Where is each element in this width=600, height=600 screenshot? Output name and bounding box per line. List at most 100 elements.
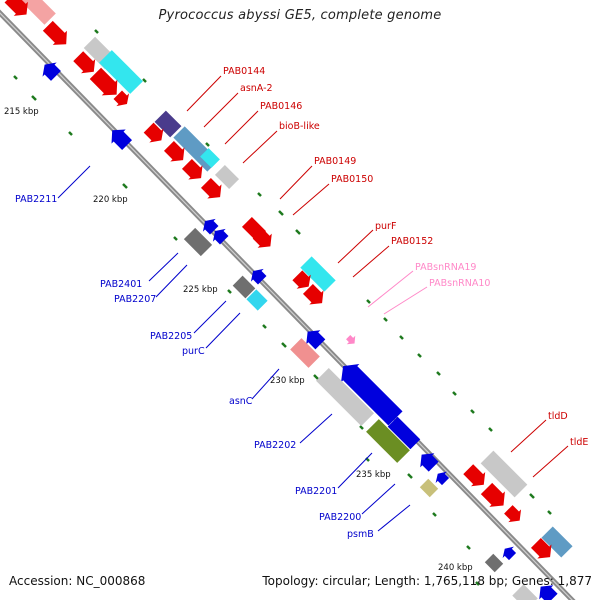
gene-label: PAB0152	[391, 236, 433, 247]
leader-lines	[57, 75, 569, 532]
gene-label: PAB2200	[319, 512, 361, 523]
gene-arrow	[200, 177, 222, 199]
tick-label: 220 kbp	[93, 195, 128, 205]
tick-mark	[432, 512, 437, 517]
gene-arrow	[502, 546, 517, 561]
tick-mark	[436, 371, 441, 376]
gene-arrow	[300, 256, 336, 292]
gene-arrow	[113, 90, 130, 107]
accession-text: Accession: NC_000868	[9, 574, 146, 588]
gene-arrow	[246, 289, 268, 311]
gene-label: PAB0144	[223, 66, 265, 77]
gene-label: PAB0149	[314, 156, 356, 167]
tick-mark	[262, 324, 267, 329]
gene-arrow	[214, 164, 240, 190]
rna-arrow	[346, 335, 356, 345]
gene-arrow	[504, 505, 522, 523]
tick-labels: 215 kbp 220 kbp 225 kbp 230 kbp 235 kbp …	[4, 107, 473, 573]
gene-arrow	[250, 268, 267, 285]
tick-mark	[466, 545, 471, 550]
gene-label: bioB-like	[279, 121, 320, 132]
gene-arrow	[42, 62, 61, 81]
gene-label: tldE	[570, 437, 588, 448]
gene-label: PAB2401	[100, 279, 142, 290]
gene-arrow	[99, 50, 143, 94]
tick-mark	[529, 493, 535, 499]
rna-genes	[346, 335, 356, 345]
gene-arrow	[292, 270, 311, 289]
backbone	[0, 9, 576, 600]
reverse-strand-genes	[42, 62, 558, 600]
gene-label: purC	[182, 346, 205, 357]
tick-mark	[547, 510, 552, 515]
gene-arrow	[316, 368, 374, 426]
gene-label: PAB2205	[150, 331, 192, 342]
tick-mark	[278, 210, 284, 216]
gene-label: purF	[375, 221, 396, 232]
gene-arrow	[163, 140, 185, 162]
tick-mark	[470, 409, 475, 414]
gene-label: PAB2211	[15, 194, 57, 205]
gene-arrow	[89, 67, 118, 96]
gene-arrow	[539, 585, 558, 600]
gene-arrow	[484, 553, 504, 573]
tick-mark	[407, 473, 413, 479]
tick-mark	[173, 236, 178, 241]
gene-arrow	[341, 364, 403, 426]
gene-arrow	[111, 129, 133, 151]
gene-arrow	[306, 330, 326, 350]
gene-label: PABsnRNA19	[415, 262, 476, 273]
gene-arrow	[232, 275, 256, 299]
tick-mark	[475, 581, 480, 586]
tick-mark	[122, 183, 128, 189]
tick-mark	[94, 29, 99, 34]
tick-mark	[281, 342, 287, 348]
gene-label: PAB0150	[331, 174, 373, 185]
gene-arrow	[366, 419, 410, 463]
tick-mark	[366, 299, 371, 304]
tick-label: 225 kbp	[183, 285, 218, 295]
gene-arrow	[16, 0, 56, 25]
tick-mark	[13, 75, 18, 80]
tick-mark	[142, 78, 147, 83]
gene-arrow	[420, 453, 439, 472]
tick-mark	[359, 425, 364, 430]
gene-arrow	[530, 537, 552, 559]
tick-mark	[68, 131, 73, 136]
gene-arrow	[73, 51, 96, 74]
gene-arrow	[480, 450, 528, 498]
gene-label: PAB0146	[260, 101, 302, 112]
genome-summary-text: Topology: circular; Length: 1,765,118 bp…	[262, 574, 592, 588]
gene-arrow	[212, 228, 229, 245]
tick-label: 215 kbp	[4, 107, 39, 117]
forward-strand-genes	[4, 0, 573, 559]
tick-label: 240 kbp	[438, 563, 473, 573]
gene-arrow	[541, 526, 573, 558]
gene-arrow	[387, 416, 421, 450]
gene-arrow	[4, 0, 28, 16]
gene-arrow	[252, 228, 272, 248]
gene-label: psmB	[347, 529, 374, 540]
tick-mark	[257, 192, 262, 197]
tick-mark	[452, 391, 457, 396]
gene-labels: PAB0144 asnA-2 PAB0146 bioB-like PAB0149…	[15, 66, 588, 540]
gene-arrow	[181, 158, 203, 180]
gene-arrow	[202, 218, 219, 235]
gene-label: asnA-2	[240, 83, 273, 94]
gene-label: PAB2202	[254, 440, 296, 451]
gene-label: PABsnRNA10	[429, 278, 490, 289]
gene-arrow	[290, 338, 320, 368]
gene-arrow	[183, 227, 213, 257]
gene-label: PAB2207	[114, 294, 156, 305]
gene-arrow	[42, 20, 67, 45]
tick-mark	[383, 317, 388, 322]
tick-mark	[313, 374, 319, 380]
tick-marks	[13, 29, 552, 586]
genome-title: Pyrococcus abyssi GE5, complete genome	[158, 8, 442, 23]
tick-mark	[295, 229, 301, 235]
tick-mark	[205, 142, 210, 147]
gene-arrow	[480, 482, 505, 507]
tick-mark	[227, 289, 232, 294]
gene-arrow	[200, 148, 220, 168]
tick-label: 230 kbp	[270, 376, 305, 386]
